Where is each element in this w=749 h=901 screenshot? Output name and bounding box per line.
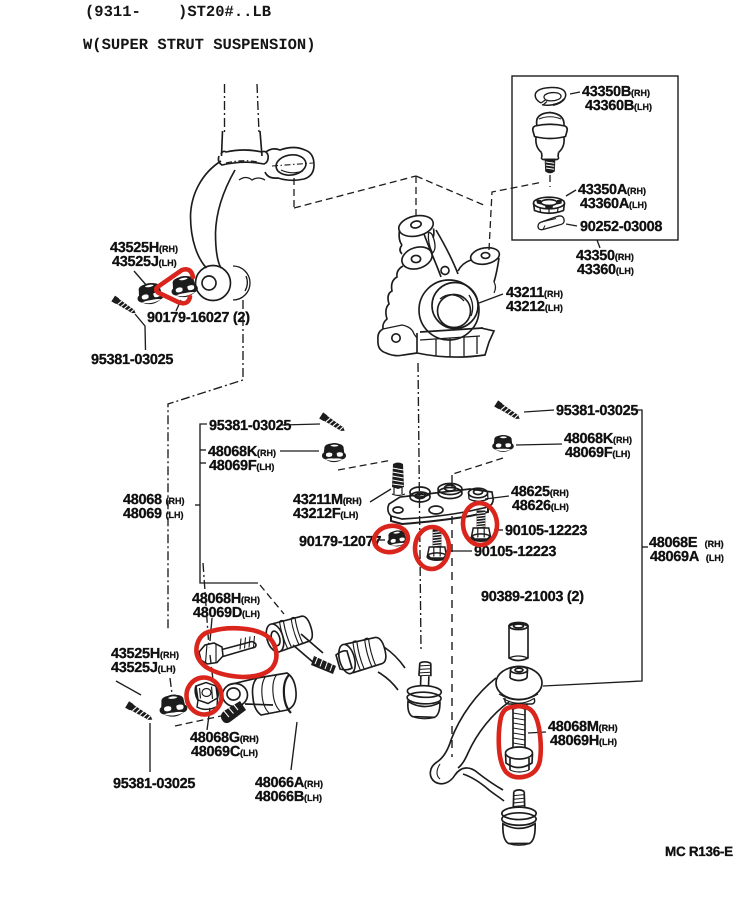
svg-text:43525H(RH): 43525H(RH) — [111, 646, 179, 662]
svg-text:43350(RH): 43350(RH) — [576, 248, 634, 264]
svg-text:W(SUPER STRUT SUSPENSION): W(SUPER STRUT SUSPENSION) — [83, 36, 316, 54]
svg-text:43525J(LH): 43525J(LH) — [111, 660, 176, 676]
svg-text:48068M(RH): 48068M(RH) — [548, 719, 618, 735]
svg-text:48625(RH): 48625(RH) — [511, 484, 569, 500]
svg-text:(9311- )ST20#..LB: (9311- )ST20#..LB — [85, 3, 271, 21]
svg-text:48069C(LH): 48069C(LH) — [191, 744, 258, 760]
svg-text:43360A(LH): 43360A(LH) — [580, 196, 647, 212]
svg-text:48069F(LH): 48069F(LH) — [565, 445, 630, 461]
svg-text:43211M(RH): 43211M(RH) — [293, 492, 362, 508]
svg-text:48068K(RH): 48068K(RH) — [564, 431, 632, 447]
svg-text:48066B(LH): 48066B(LH) — [255, 789, 322, 805]
svg-text:48069H(LH): 48069H(LH) — [550, 733, 617, 749]
svg-text:48068E (RH): 48068E (RH) — [649, 535, 724, 551]
svg-text:48068 (RH): 48068 (RH) — [123, 492, 185, 508]
svg-text:90389-21003 (2): 90389-21003 (2) — [481, 589, 584, 605]
svg-text:95381-03025: 95381-03025 — [113, 776, 195, 792]
svg-text:48068K(RH): 48068K(RH) — [208, 444, 276, 460]
svg-text:43525H(RH): 43525H(RH) — [110, 240, 178, 256]
svg-text:43350A(RH): 43350A(RH) — [578, 182, 646, 198]
svg-text:43212(LH): 43212(LH) — [506, 299, 563, 315]
svg-text:95381-03025: 95381-03025 — [91, 352, 173, 368]
svg-text:90179-16027 (2): 90179-16027 (2) — [147, 310, 250, 326]
svg-text:48069F(LH): 48069F(LH) — [209, 458, 274, 474]
svg-text:43360(LH): 43360(LH) — [577, 262, 634, 278]
svg-text:43525J(LH): 43525J(LH) — [112, 254, 177, 270]
svg-text:48069D(LH): 48069D(LH) — [193, 605, 260, 621]
svg-text:90105-12223: 90105-12223 — [505, 523, 587, 539]
svg-text:48068G(RH): 48068G(RH) — [190, 730, 259, 746]
svg-text:MC R136-E: MC R136-E — [665, 844, 733, 859]
svg-text:43211(RH): 43211(RH) — [506, 285, 563, 301]
svg-text:48069A (LH): 48069A (LH) — [650, 549, 724, 565]
svg-text:90179-12077: 90179-12077 — [299, 534, 381, 550]
svg-text:48626(LH): 48626(LH) — [512, 498, 569, 514]
svg-text:90252-03008: 90252-03008 — [580, 219, 662, 235]
svg-text:48066A(RH): 48066A(RH) — [255, 775, 323, 791]
svg-text:95381-03025: 95381-03025 — [556, 403, 638, 419]
svg-text:95381-03025: 95381-03025 — [209, 418, 291, 434]
svg-text:90105-12223: 90105-12223 — [474, 544, 556, 560]
svg-text:43350B(RH): 43350B(RH) — [582, 84, 650, 100]
svg-text:43212F(LH): 43212F(LH) — [293, 506, 358, 522]
svg-text:48068H(RH): 48068H(RH) — [192, 591, 260, 607]
svg-text:43360B(LH): 43360B(LH) — [585, 98, 652, 114]
